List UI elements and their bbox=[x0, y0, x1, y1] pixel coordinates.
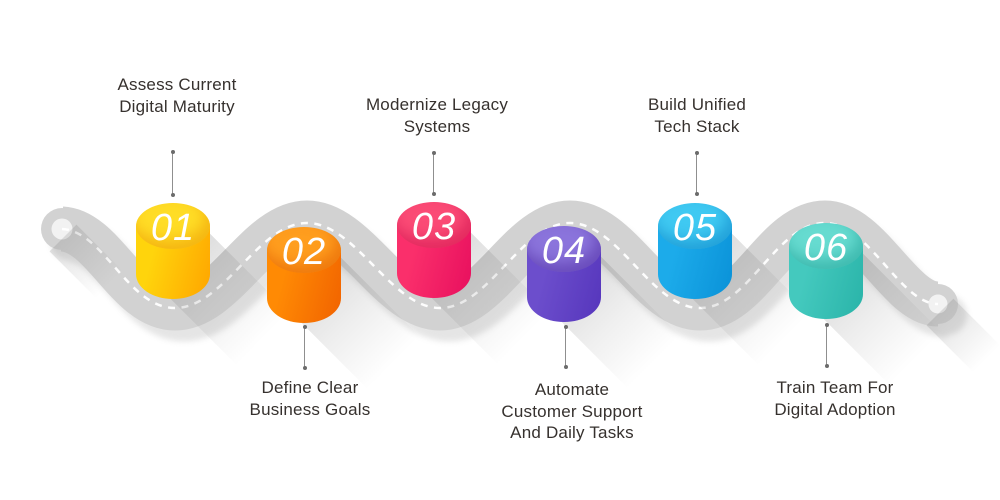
label-step-5: Build Unified Tech Stack bbox=[647, 95, 747, 136]
connector-step-6 bbox=[824, 323, 829, 368]
step-number-2: 02 bbox=[281, 231, 327, 273]
connector-step-3 bbox=[431, 151, 436, 196]
step-number-6: 06 bbox=[803, 227, 849, 269]
milestone-cylinder-5: 05 bbox=[658, 203, 732, 299]
connector-step-2 bbox=[302, 325, 307, 370]
step-number-1: 01 bbox=[150, 207, 196, 249]
label-step-6: Train Team For Digital Adoption bbox=[774, 378, 896, 419]
milestone-cylinder-4: 04 bbox=[527, 226, 601, 322]
milestone-cylinder-1: 01 bbox=[136, 203, 210, 299]
connector-step-5 bbox=[694, 151, 699, 196]
milestone-cylinder-2: 02 bbox=[267, 227, 341, 323]
connector-step-4 bbox=[563, 325, 568, 369]
label-step-2: Define Clear Business Goals bbox=[249, 378, 371, 419]
milestone-cylinder-3: 03 bbox=[397, 202, 471, 298]
step-number-3: 03 bbox=[411, 206, 457, 248]
label-step-4: Automate Customer Support And Daily Task… bbox=[501, 380, 643, 442]
milestone-cylinder-6: 06 bbox=[789, 223, 863, 319]
connector-step-1 bbox=[170, 150, 175, 197]
step-number-5: 05 bbox=[672, 207, 718, 249]
label-step-1: Assess Current Digital Maturity bbox=[117, 75, 237, 116]
label-step-3: Modernize Legacy Systems bbox=[365, 95, 509, 136]
step-number-4: 04 bbox=[541, 230, 587, 272]
